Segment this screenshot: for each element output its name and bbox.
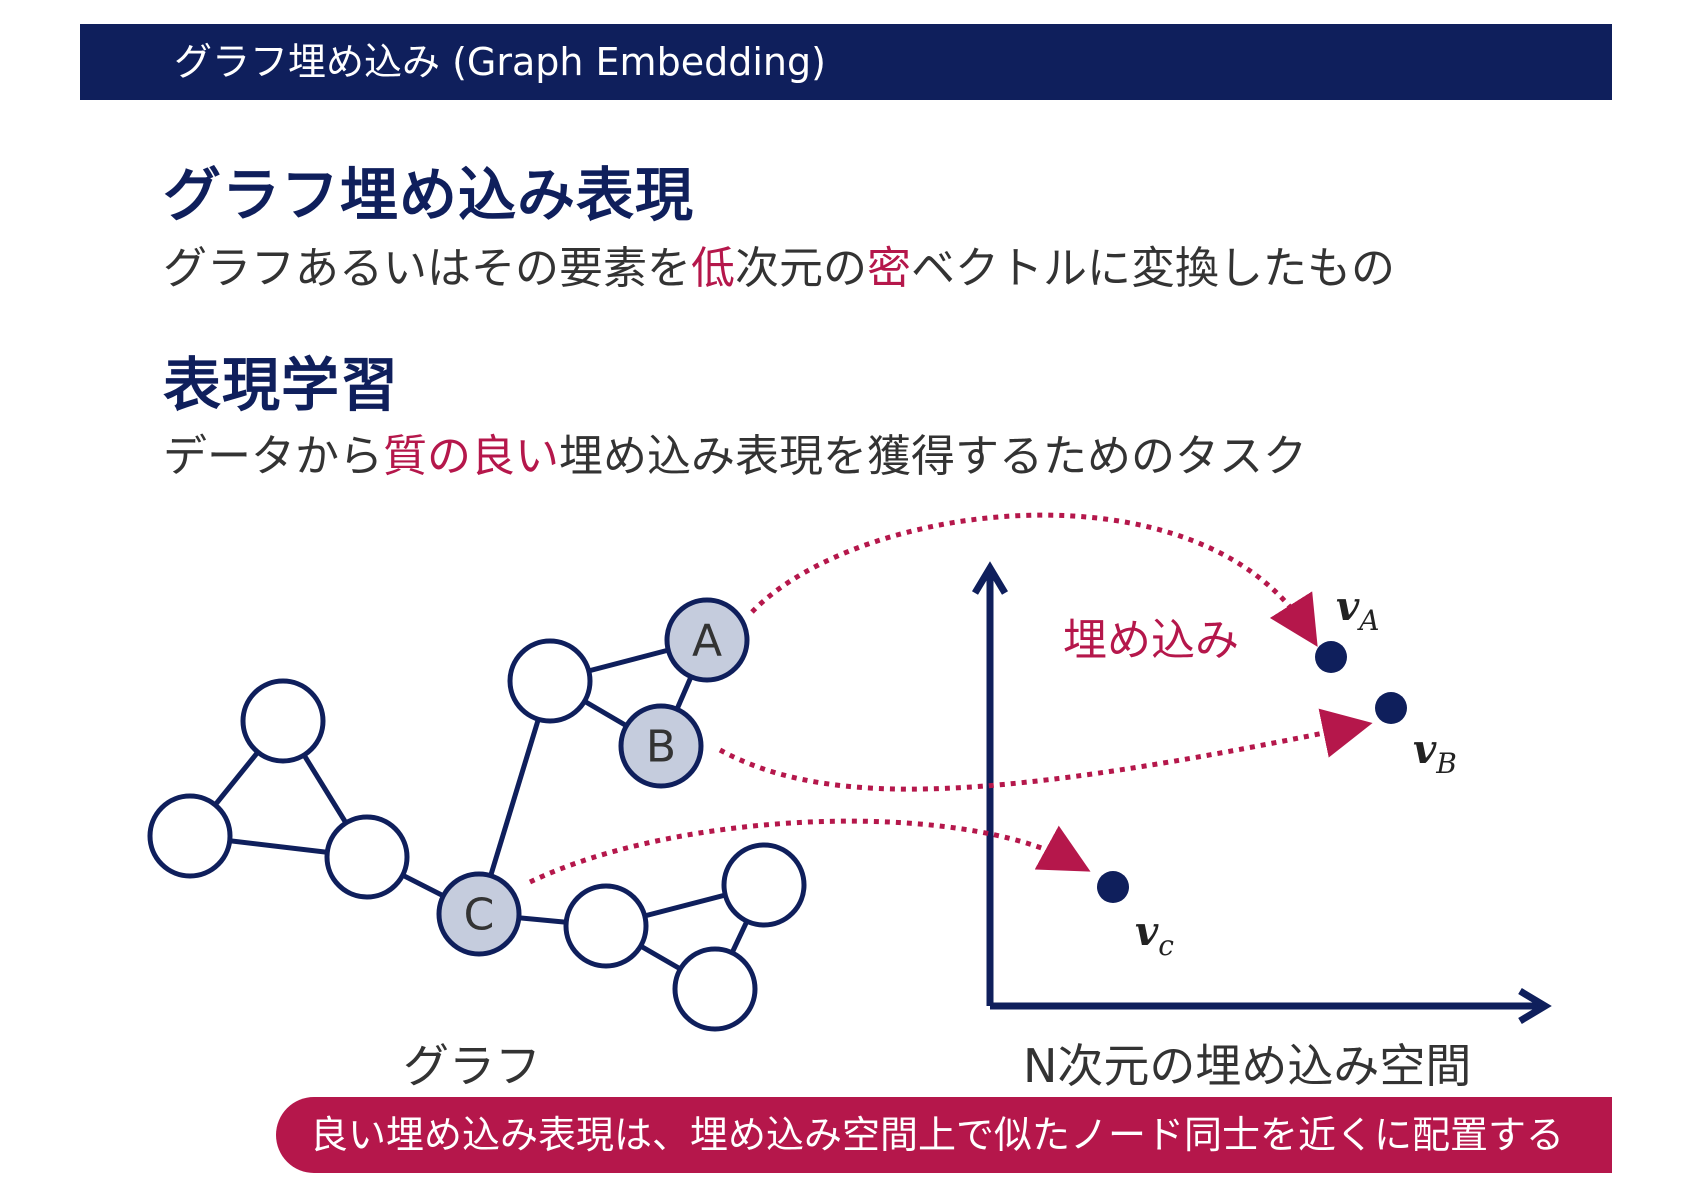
graph-node-a bbox=[664, 597, 750, 683]
text-segment: 埋め込み表現を獲得するためのタスク bbox=[559, 431, 1307, 482]
node-label-b: B bbox=[646, 722, 676, 773]
node-label-c: C bbox=[464, 890, 495, 941]
embedding-arrow-a bbox=[750, 512, 1318, 647]
point-label-c-main: v bbox=[1135, 908, 1159, 955]
space-caption: N次元の埋め込み空間 bbox=[1023, 1039, 1472, 1093]
point-label-c-sub: c bbox=[1158, 929, 1174, 962]
section-heading-graph-embedding: グラフ埋め込み表現 bbox=[163, 161, 695, 229]
graph-node bbox=[721, 842, 807, 928]
embedded-point-a bbox=[1315, 641, 1347, 673]
point-label-b-sub: B bbox=[1435, 747, 1457, 780]
x-axis-arrowhead bbox=[1518, 987, 1552, 1025]
header-bar: グラフ埋め込み (Graph Embedding) bbox=[80, 24, 1612, 100]
text-segment: 次元の bbox=[735, 243, 867, 294]
embedding-arrows bbox=[528, 512, 1373, 885]
embedded-points: vA vB vc bbox=[1097, 583, 1457, 962]
graph-node bbox=[563, 883, 649, 969]
graph-node bbox=[147, 793, 233, 879]
graph-node bbox=[240, 678, 326, 764]
point-label-b: vB bbox=[1413, 726, 1457, 780]
embedding-axes bbox=[971, 561, 1552, 1025]
summary-text: 良い埋め込み表現は、埋め込み空間上で似たノード同士を近くに配置する bbox=[310, 1113, 1565, 1157]
summary-banner: 良い埋め込み表現は、埋め込み空間上で似たノード同士を近くに配置する bbox=[276, 1097, 1612, 1173]
section-text-representation-learning: データから質の良い埋め込み表現を獲得するためのタスク bbox=[163, 420, 1307, 484]
graph-node bbox=[507, 638, 593, 724]
embedded-point-b bbox=[1375, 692, 1407, 724]
text-segment: ベクトルに変換したもの bbox=[911, 243, 1395, 294]
point-label-a-sub: A bbox=[1356, 604, 1379, 637]
embedding-arrow-b bbox=[718, 708, 1373, 792]
graph-nodes: A B C bbox=[147, 597, 807, 1032]
text-segment: グラフあるいはその要素を bbox=[163, 243, 691, 294]
embedding-label: 埋め込み bbox=[1063, 615, 1239, 666]
point-label-b-main: v bbox=[1413, 726, 1437, 773]
graph-node bbox=[324, 814, 410, 900]
node-label-a: A bbox=[692, 616, 722, 667]
y-axis-arrowhead bbox=[971, 561, 1009, 595]
text-segment: データから bbox=[163, 431, 383, 482]
point-label-c: vc bbox=[1135, 908, 1174, 962]
graph-caption: グラフ bbox=[403, 1039, 541, 1093]
embedded-point-c bbox=[1097, 871, 1129, 903]
section-text-graph-embedding: グラフあるいはその要素を低次元の密ベクトルに変換したもの bbox=[163, 232, 1395, 296]
point-label-a-main: v bbox=[1336, 583, 1360, 630]
graph-node-b bbox=[618, 703, 704, 789]
embedding-arrow-c bbox=[528, 818, 1091, 885]
graph-node bbox=[672, 946, 758, 1032]
highlight-good-quality: 質の良い bbox=[383, 431, 559, 482]
highlight-low: 低 bbox=[691, 243, 735, 294]
section-heading-representation-learning: 表現学習 bbox=[163, 351, 400, 419]
highlight-dense: 密 bbox=[867, 243, 911, 294]
graph-node-c bbox=[436, 871, 522, 957]
page-title: グラフ埋め込み (Graph Embedding) bbox=[174, 40, 826, 84]
point-label-a: vA bbox=[1336, 583, 1379, 637]
